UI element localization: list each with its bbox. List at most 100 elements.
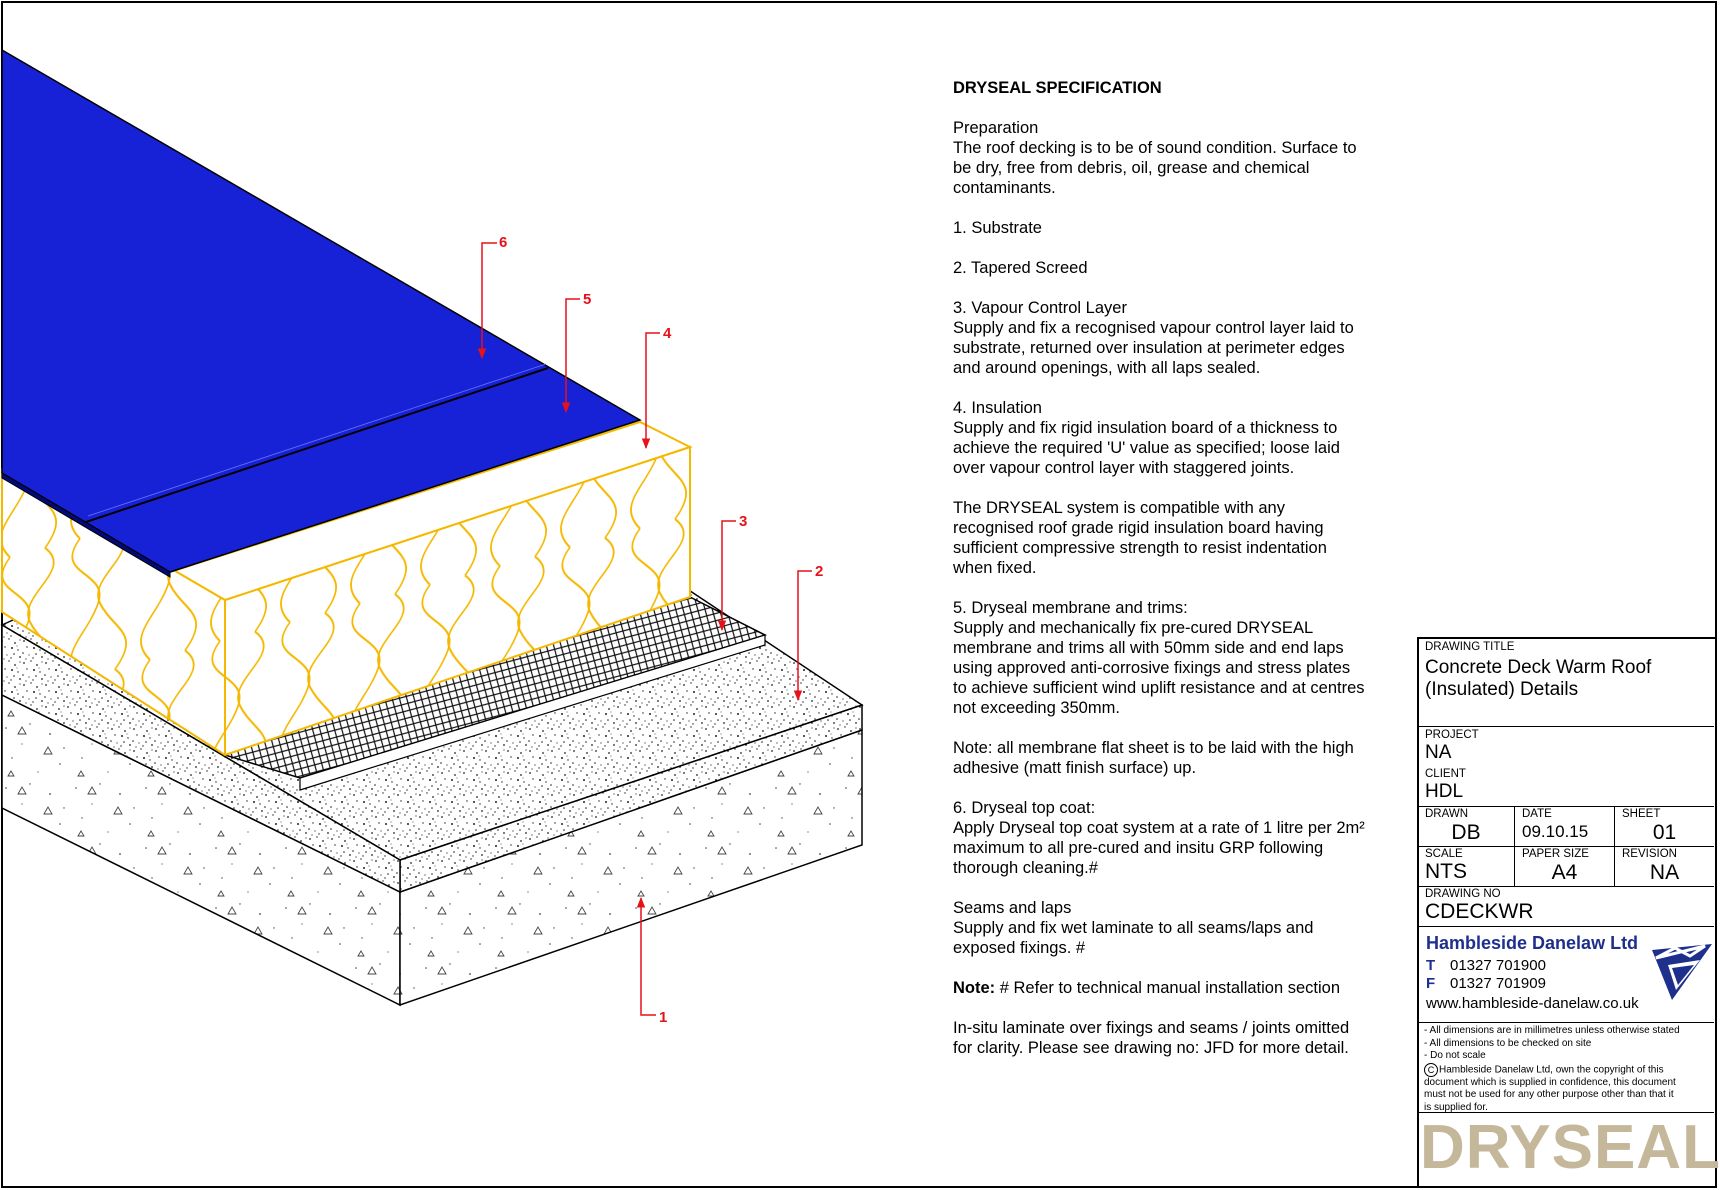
callout-6: [477, 242, 497, 360]
revision-label: REVISION: [1622, 848, 1677, 860]
preparation-heading: Preparation: [953, 119, 1039, 137]
paper-size-value: A4: [1551, 861, 1578, 884]
spec-item-6-line: thorough cleaning.#: [953, 859, 1098, 877]
drawing-no-value: CDECKWR: [1425, 900, 1534, 923]
note-line: - All dimensions are in millimetres unle…: [1424, 1025, 1680, 1036]
company-name: Hambleside Danelaw Ltd: [1426, 933, 1639, 953]
membrane-note-line: Note: all membrane flat sheet is to be l…: [953, 739, 1354, 757]
paper-size-cell: PAPER SIZE A4: [1514, 847, 1614, 886]
spec-item-5-heading: 5. Dryseal membrane and trims:: [953, 599, 1188, 617]
client-value: HDL: [1425, 781, 1464, 802]
company-website[interactable]: www.hambleside-danelaw.co.uk: [1426, 995, 1639, 1012]
callout-label-5: 5: [583, 291, 591, 308]
company-tel: T 01327 701900: [1418, 955, 1714, 975]
drawn-value: DB: [1451, 821, 1481, 844]
callout-label-2: 2: [815, 563, 823, 580]
scale-value: NTS: [1425, 860, 1467, 883]
dryseal-logo: DRYSEAL®: [1418, 1113, 1720, 1181]
hash-note-bold: Note:: [953, 979, 996, 997]
client-cell: CLIENT HDL: [1418, 766, 1714, 806]
revision-value: NA: [1649, 861, 1680, 884]
spec-item-3-line: substrate, returned over insulation at p…: [953, 339, 1345, 357]
company-logo-mark: [1652, 944, 1712, 1000]
insitu-line: for clarity. Please see drawing no: JFD …: [953, 1039, 1349, 1057]
date-cell: DATE 09.10.15: [1514, 807, 1614, 846]
company-cell: Hambleside Danelaw Ltd T 01327 701900 F 01…: [1418, 926, 1714, 1022]
seams-heading: Seams and laps: [953, 899, 1072, 917]
notes-cell: - All dimensions are in millimetres unle…: [1418, 1022, 1714, 1113]
spec-item-1: 1. Substrate: [953, 219, 1042, 237]
callout-2: [793, 570, 812, 702]
fax-number: 01327 701909: [1450, 975, 1546, 992]
paper-size-label: PAPER SIZE: [1522, 848, 1589, 860]
title-block: DRAWING TITLE Concrete Deck Warm Roof (I…: [1418, 638, 1720, 1186]
sheet-cell: SHEET 01: [1614, 807, 1714, 846]
scale-label: SCALE: [1425, 848, 1463, 860]
drawing-title-label: DRAWING TITLE: [1425, 641, 1515, 653]
company-fax: F 01327 701909: [1418, 975, 1714, 993]
spec-item-4-line: achieve the required 'U' value as specif…: [953, 439, 1340, 457]
tel-prefix: T: [1426, 957, 1436, 974]
fax-prefix: F: [1426, 975, 1436, 992]
spec-item-5-line: using approved anti-corrosive fixings an…: [953, 659, 1351, 677]
drawn-label: DRAWN: [1425, 808, 1469, 820]
hash-note: Note: # Refer to technical manual instal…: [953, 978, 1393, 998]
membrane-layer: [1, 48, 642, 578]
spec-title: DRYSEAL SPECIFICATION: [953, 79, 1162, 97]
insulation-layer: [1, 420, 693, 757]
preparation-line: contaminants.: [953, 179, 1056, 197]
project-label: PROJECT: [1425, 729, 1479, 741]
callout-label-3: 3: [739, 513, 747, 530]
drawing-title-cell: DRAWING TITLE Concrete Deck Warm Roof (I…: [1418, 638, 1714, 726]
drawing-no-cell: DRAWING NO CDECKWR: [1418, 886, 1714, 926]
sheet-value: 01: [1652, 821, 1677, 844]
spec-item-6-line: maximum to all pre-cured and insitu GRP …: [953, 839, 1324, 857]
spec-item-4-line: Supply and fix rigid insulation board of…: [953, 419, 1338, 437]
copyright-icon: C: [1424, 1062, 1438, 1077]
client-label: CLIENT: [1425, 768, 1466, 780]
spec-item-6-line: Apply Dryseal top coat system at a rate …: [953, 819, 1365, 837]
scale-row: SCALE NTS PAPER SIZE A4 REVISION NA: [1418, 846, 1714, 886]
seams-line: Supply and fix wet laminate to all seams…: [953, 919, 1314, 937]
sheet-label: SHEET: [1622, 808, 1661, 820]
date-label: DATE: [1522, 808, 1552, 820]
spec-item-2: 2. Tapered Screed: [953, 259, 1088, 277]
callout-1: [636, 896, 656, 1016]
note-line: - Do not scale: [1424, 1050, 1486, 1061]
callout-4: [641, 332, 660, 450]
callout-label-6: 6: [499, 234, 507, 251]
spec-item-5-line: membrane and trims all with 50mm side an…: [953, 639, 1344, 657]
callouts: [477, 242, 812, 1016]
scale-cell: SCALE NTS: [1418, 847, 1514, 886]
insitu-line: In-situ laminate over fixings and seams …: [953, 1019, 1350, 1037]
note-line: - All dimensions to be checked on site: [1424, 1037, 1592, 1049]
title-block-border: [1417, 637, 1717, 1188]
copyright-line: is supplied for.: [1424, 1101, 1488, 1113]
spec-item-4-line: over vapour control layer with staggered…: [953, 459, 1295, 477]
copyright-line: document which is supplied in confidence…: [1424, 1076, 1676, 1088]
drawing-no-label: DRAWING NO: [1425, 888, 1501, 900]
project-value: NA: [1425, 742, 1452, 763]
compat-line: when fixed.: [953, 559, 1037, 577]
seams-line: exposed fixings. #: [953, 939, 1086, 957]
spec-item-4-heading: 4. Insulation: [953, 399, 1042, 417]
drawn-row: DRAWN DB DATE 09.10.15 SHEET 01: [1418, 806, 1714, 846]
revision-cell: REVISION NA: [1614, 847, 1714, 886]
spec-item-6-heading: 6. Dryseal top coat:: [953, 799, 1096, 817]
spec-item-5-line: to achieve sufficient wind uplift resist…: [953, 679, 1365, 697]
callout-label-4: 4: [663, 325, 672, 342]
compat-line: The DRYSEAL system is compatible with an…: [953, 499, 1285, 517]
drawing-title-line: (Insulated) Details: [1425, 679, 1579, 700]
tel-number: 01327 701900: [1450, 957, 1546, 974]
spec-item-3-heading: 3. Vapour Control Layer: [953, 299, 1127, 317]
logo-cell: DRYSEAL®: [1418, 1112, 1720, 1186]
specification: DRYSEAL SPECIFICATION Preparation The ro…: [953, 78, 1393, 1058]
callout-label-1: 1: [659, 1009, 667, 1026]
spec-item-3-line: and around openings, with all laps seale…: [953, 359, 1261, 377]
copyright-text: Hambleside Danelaw Ltd, own the copyrigh…: [1439, 1064, 1664, 1076]
drawn-cell: DRAWN DB: [1418, 807, 1514, 846]
compat-line: sufficient compressive strength to resis…: [953, 539, 1327, 557]
compat-line: recognised roof grade rigid insulation b…: [953, 519, 1324, 537]
